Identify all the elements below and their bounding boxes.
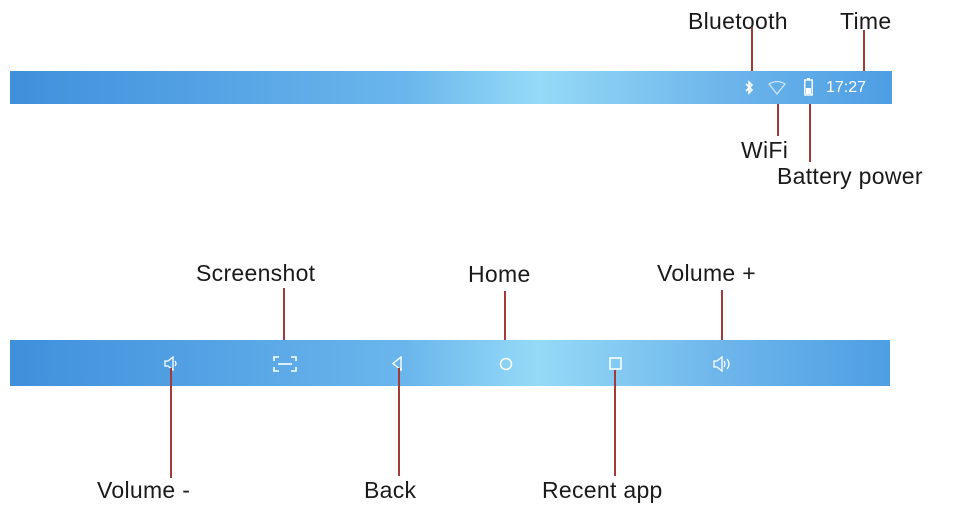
leader-line-volume-up [721, 290, 723, 360]
leader-line-bluetooth [751, 27, 753, 85]
recent-apps-icon[interactable] [609, 357, 622, 370]
leader-line-battery [809, 92, 811, 162]
leader-line-back [398, 368, 400, 476]
navigation-bar [10, 340, 890, 386]
label-volume-up: Volume + [657, 260, 756, 286]
status-bar: 17:27 [10, 71, 892, 104]
label-wifi: WiFi [741, 137, 789, 163]
leader-line-time [863, 30, 865, 82]
bluetooth-icon [745, 80, 754, 95]
label-battery: Battery power [777, 163, 923, 189]
back-icon[interactable] [391, 356, 403, 371]
leader-line-screenshot [283, 288, 285, 358]
leader-line-wifi [777, 92, 779, 136]
label-time: Time [840, 8, 892, 34]
clock-time: 17:27 [826, 79, 867, 96]
label-back: Back [364, 477, 417, 503]
label-volume-down: Volume - [97, 477, 191, 503]
home-icon[interactable] [499, 357, 513, 371]
volume-up-icon[interactable] [713, 356, 735, 372]
battery-icon [804, 78, 813, 96]
volume-down-icon[interactable] [164, 356, 180, 371]
leader-line-volume-down [170, 368, 172, 478]
label-screenshot: Screenshot [196, 260, 316, 286]
leader-line-recent [614, 370, 616, 476]
screenshot-icon[interactable] [273, 356, 297, 372]
leader-line-home [504, 291, 506, 362]
wifi-icon [768, 81, 786, 95]
label-home: Home [468, 261, 531, 287]
label-bluetooth: Bluetooth [688, 8, 788, 34]
label-recent: Recent app [542, 477, 663, 503]
